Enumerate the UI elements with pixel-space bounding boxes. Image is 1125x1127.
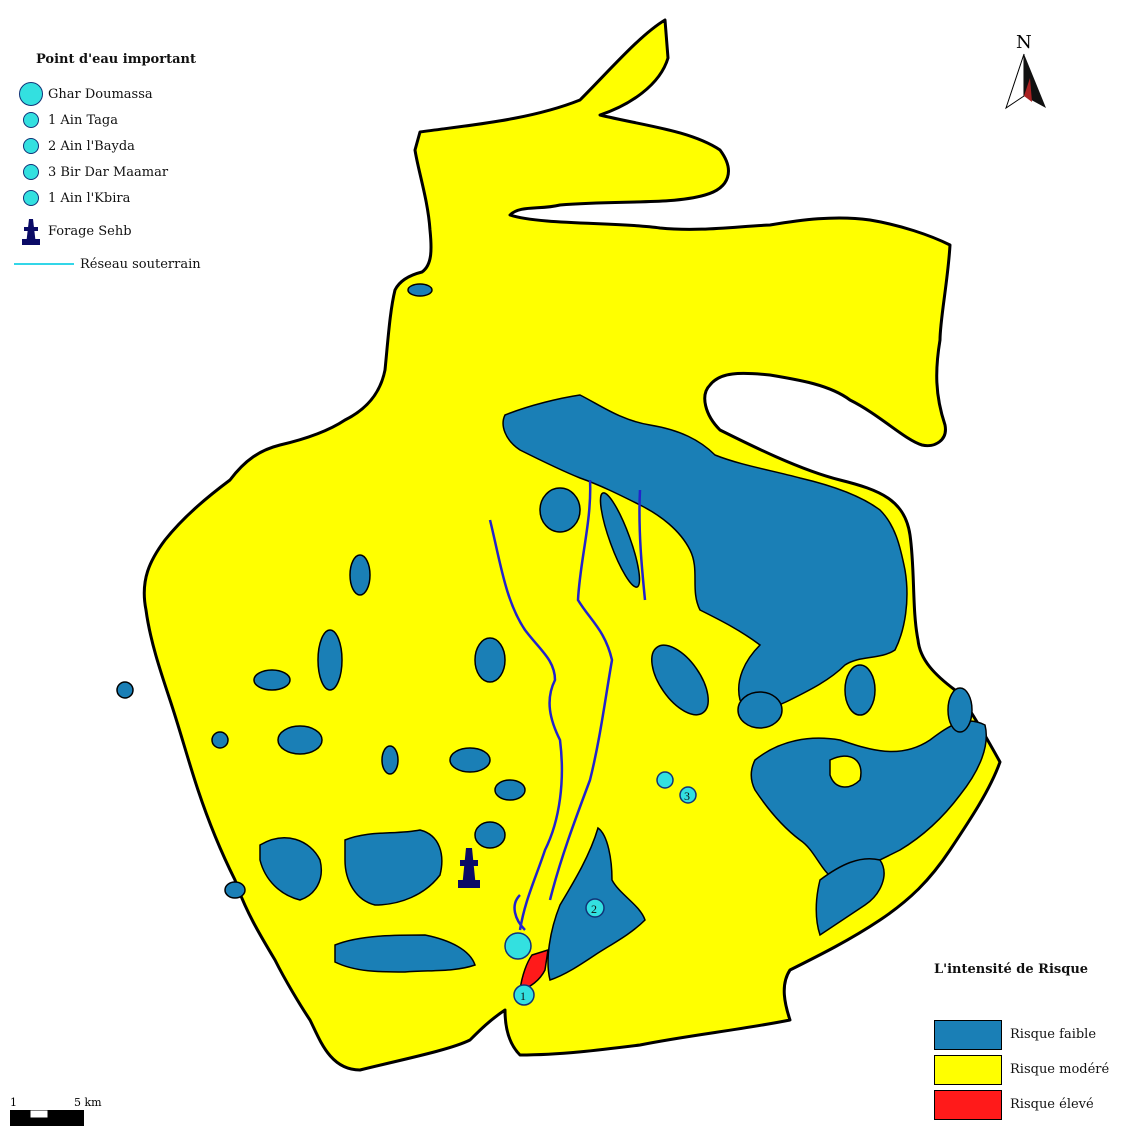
risk-legend-item: Risque élevé <box>934 1087 1120 1122</box>
scale-bar-graphic <box>10 1110 84 1126</box>
ain-taga-point <box>513 984 535 1006</box>
legend-item: Ghar Doumassa <box>14 81 244 107</box>
risk-faible-swatch <box>934 1019 1002 1050</box>
bir-dar-maamar-point <box>656 771 674 789</box>
reseau-souterrain-lines <box>488 479 647 931</box>
circle-small-icon <box>23 190 39 206</box>
circle-small-icon <box>23 112 39 128</box>
water-points <box>504 771 697 1006</box>
water-point-legend: Point d'eau important Ghar Doumassa 1 Ai… <box>14 52 244 277</box>
ain-kbira-point <box>679 786 697 804</box>
risk-legend-item: Risque faible <box>934 1017 1120 1052</box>
north-label: N <box>1016 32 1032 53</box>
risk-modere-swatch <box>934 1054 1002 1085</box>
legend-item: 2 Ain l'Bayda <box>14 133 244 159</box>
zones-risque-faible <box>116 283 987 981</box>
risk-legend-item: Risque modéré <box>934 1052 1120 1087</box>
scale-start: 1 <box>10 1096 17 1109</box>
legend-item: Forage Sehb <box>14 211 244 251</box>
circle-small-icon <box>23 164 39 180</box>
ghar-doumassa-point <box>504 932 532 960</box>
label-spring-3: 3 <box>684 789 690 803</box>
scale-end: 5 km <box>74 1096 102 1109</box>
risk-legend-title: L'intensité de Risque <box>934 962 1089 977</box>
legend-item: 1 Ain Taga <box>14 107 244 133</box>
borehole-icon <box>22 219 40 245</box>
north-arrow: N <box>996 32 1056 114</box>
risk-eleve-swatch <box>934 1089 1002 1120</box>
legend-item: 3 Bir Dar Maamar <box>14 159 244 185</box>
ain-bayda-point <box>585 898 605 918</box>
legend-item: 1 Ain l'Kbira <box>14 185 244 211</box>
risk-legend: L'intensité de Risque Risque faible Risq… <box>934 962 1120 1122</box>
scale-bar: 1 5 km <box>6 1096 126 1127</box>
label-spring-1: 1 <box>520 989 526 1003</box>
legend-title: Point d'eau important <box>36 52 196 67</box>
circle-small-icon <box>23 138 39 154</box>
label-spring-2: 2 <box>591 902 597 916</box>
network-line-icon <box>14 263 74 265</box>
forage-sehb-icon <box>458 848 480 888</box>
north-arrow-icon <box>1005 53 1046 110</box>
circle-large-icon <box>19 82 43 106</box>
legend-item: Réseau souterrain <box>14 251 244 277</box>
